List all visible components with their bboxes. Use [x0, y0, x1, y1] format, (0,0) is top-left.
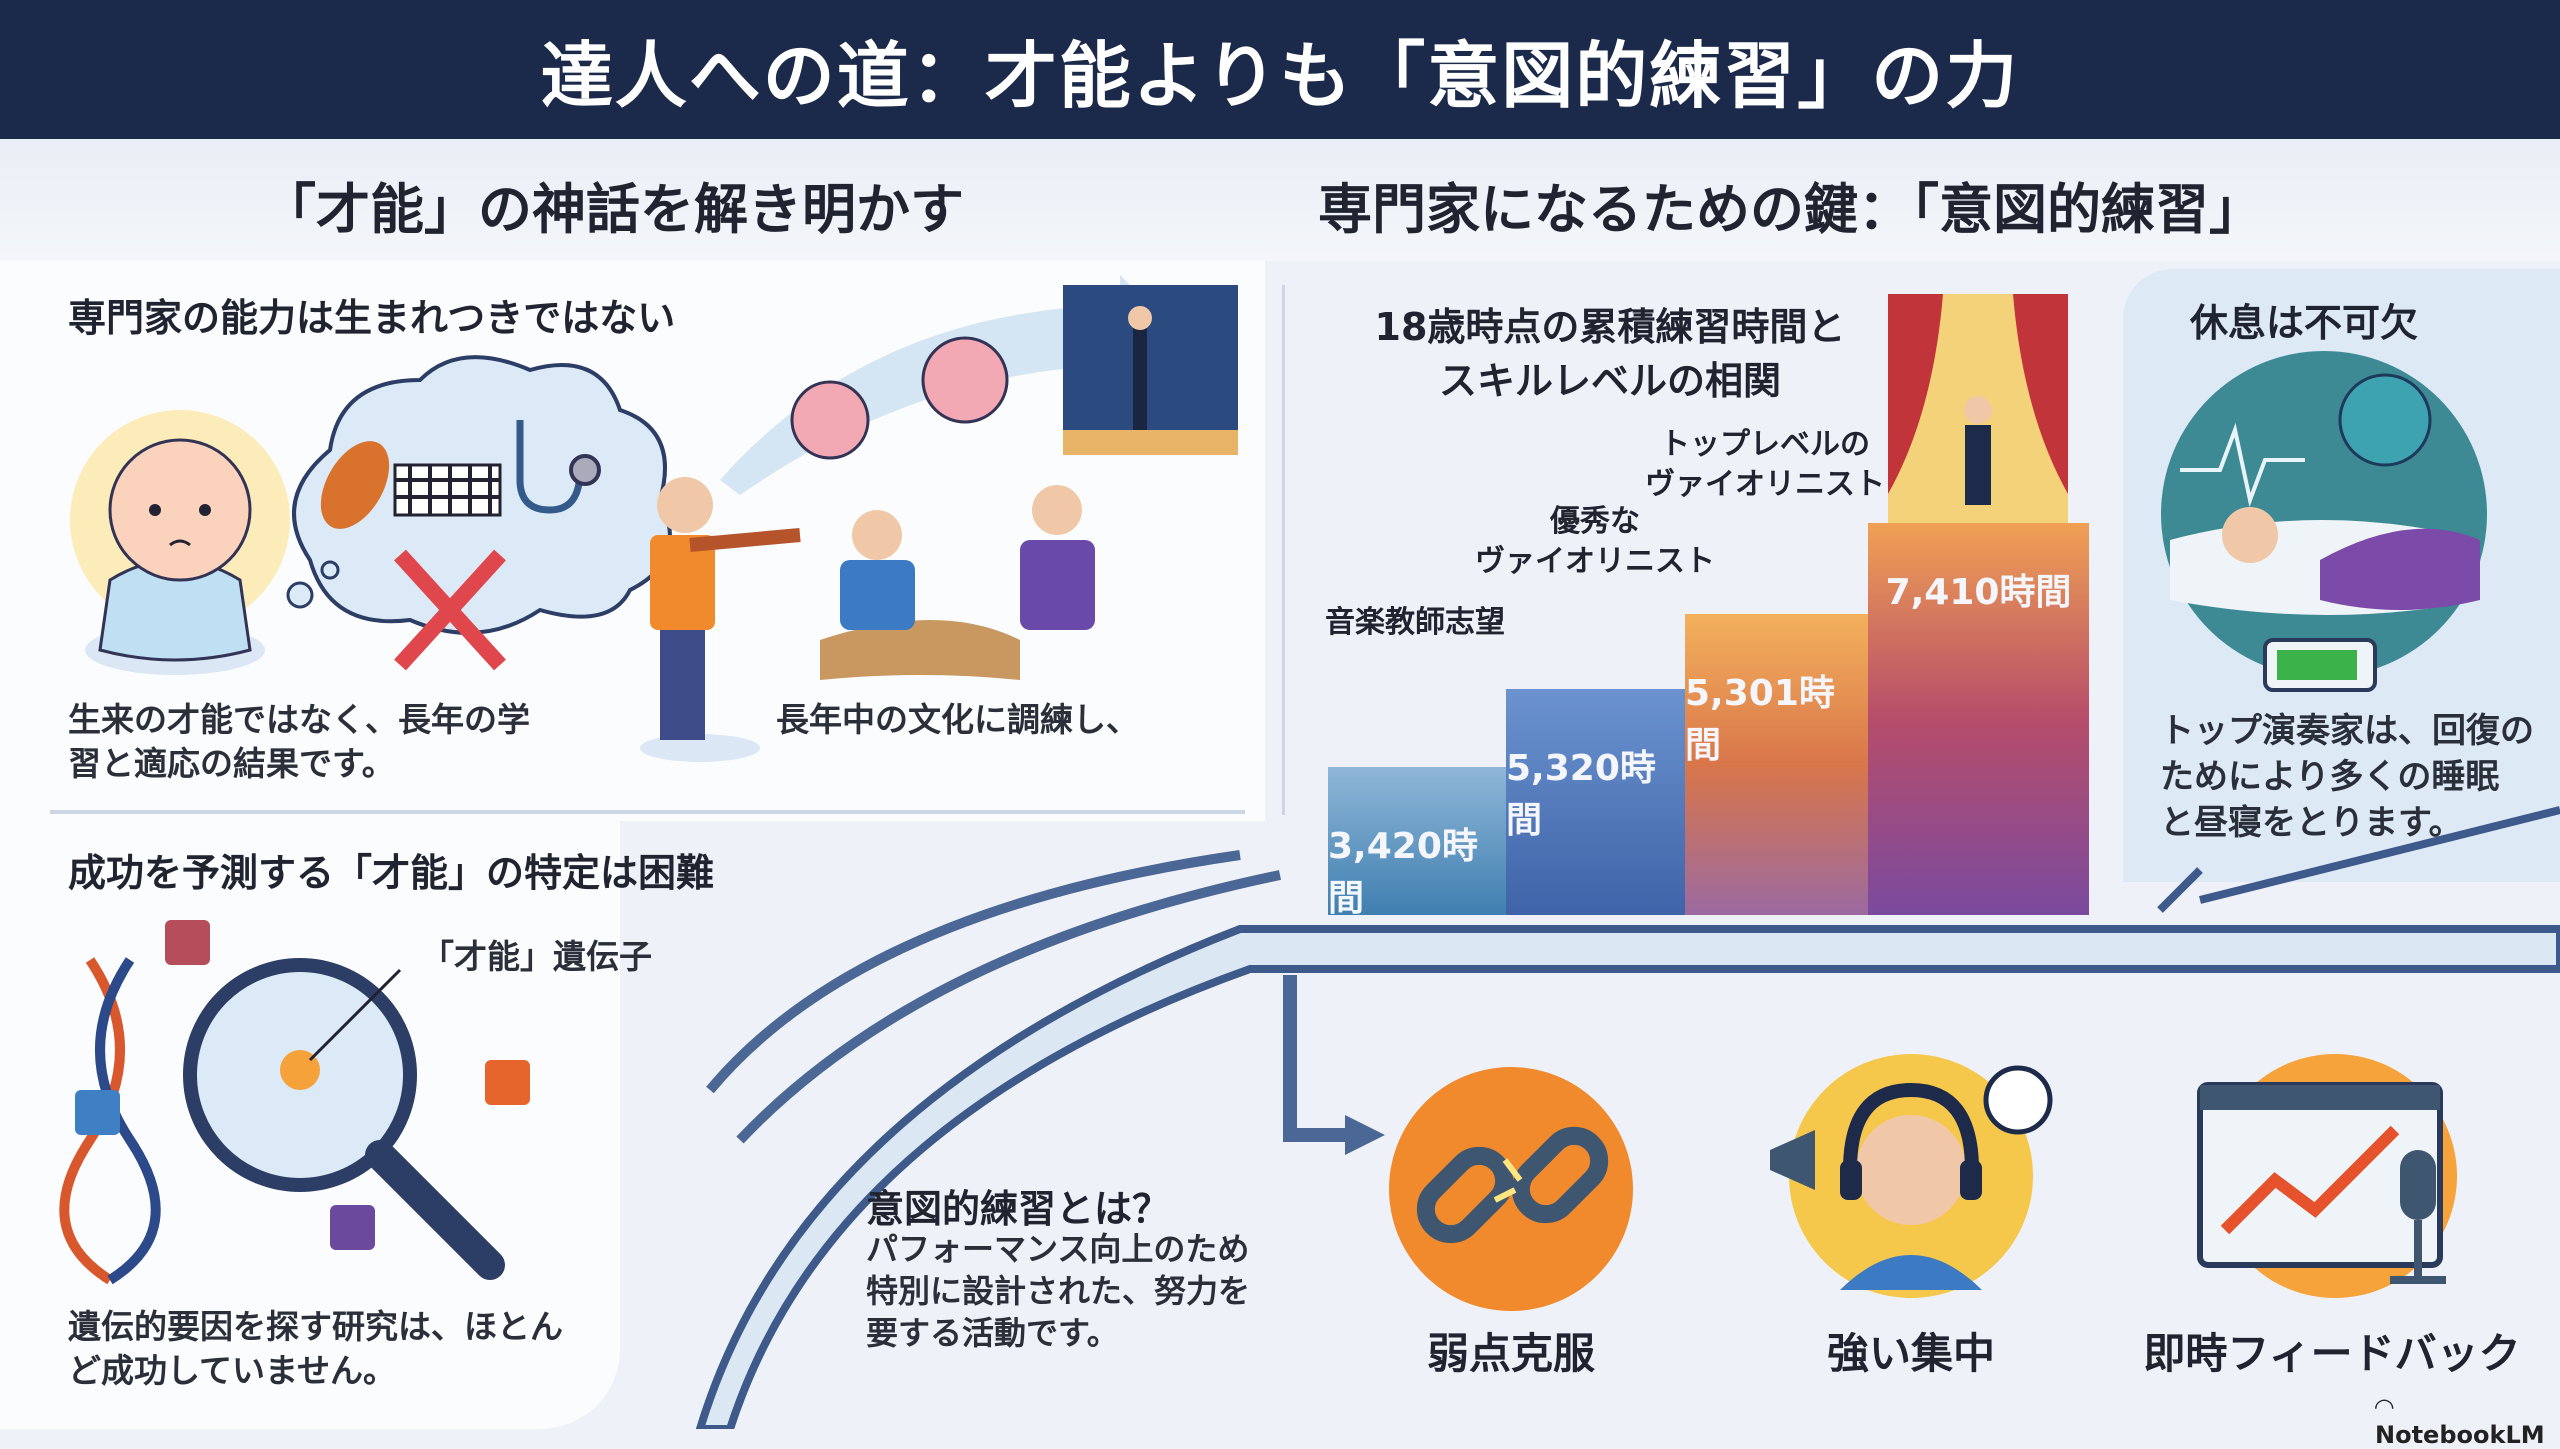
step-label-line: 優秀な	[1550, 504, 1640, 539]
sleep-recovery-icon	[2161, 351, 2487, 692]
step-value: 5,320時間	[1506, 748, 1656, 841]
rest-caption: トップ演奏家は、回復の ためにより多くの睡眠 と昼寝をとります。	[2160, 708, 2534, 846]
chart-title: 18歳時点の累積練習時間と スキルレベルの相関	[1365, 300, 1855, 408]
rest-caption-line: トップ演奏家は、回復の	[2160, 711, 2534, 751]
pillar-label-feedback: 即時フィードバック	[2143, 1329, 2521, 1378]
divider	[1282, 285, 1285, 815]
step-label-line: トップレベルの	[1660, 427, 1870, 462]
deliberate-caption-line: パフォーマンス向上のため	[866, 1230, 1250, 1268]
gene-magnifier-icon	[59, 920, 530, 1285]
growth-arrow-icon	[720, 275, 1238, 495]
deliberate-title: 意図的練習とは？	[866, 1187, 1171, 1231]
stage-curtain-icon	[1888, 294, 2068, 524]
step-value: 7,410時間	[1885, 572, 2072, 613]
right-heading: 専門家になるための鍵：「意図的練習」	[1318, 178, 2263, 241]
rest-title: 休息は不可欠	[2190, 301, 2419, 345]
innate-caption-line: 生来の才能ではなく、長年の学	[68, 700, 530, 739]
step-label-top: トップレベルの ヴァイオリニスト	[1645, 425, 1885, 505]
step-bar-excellent: 5,301時間	[1685, 614, 1868, 915]
left-heading: 「才能」の神話を解き明かす	[262, 178, 964, 241]
pillar-label-weakness: 弱点克服	[1426, 1329, 1595, 1378]
feedback-chart-icon	[2197, 1054, 2457, 1298]
gene-caption: 遺伝的要因を探す研究は、ほとん ど成功していません。	[68, 1305, 563, 1393]
bridge-walkway-icon	[695, 806, 2560, 1429]
step-label-teacher: 音楽教師志望	[1325, 605, 1505, 640]
gene-caption-line: 遺伝的要因を探す研究は、ほとん	[68, 1307, 563, 1346]
practicing-people-icon	[640, 477, 1095, 762]
broken-chain-icon	[1389, 1067, 1633, 1311]
baby-icon	[70, 410, 290, 675]
step-label-good: 優秀な ヴァイオリニスト	[1475, 502, 1715, 582]
chart-title-line: スキルレベルの相関	[1438, 359, 1781, 403]
rest-caption-line: ためにより多くの睡眠	[2160, 757, 2500, 797]
thought-cloud-icon	[286, 355, 672, 671]
step-bar-teacher: 3,420時間	[1328, 767, 1506, 919]
step-bar-good: 5,320時間	[1506, 689, 1685, 915]
gene-caption-line: ど成功していません。	[68, 1351, 397, 1390]
innate-caption: 生来の才能ではなく、長年の学 習と適応の結果です。	[68, 698, 530, 786]
deliberate-caption-line: 要する活動です。	[866, 1314, 1119, 1352]
step-value: 5,301時間	[1685, 673, 1835, 766]
page-title: 達人への道：才能よりも「意図的練習」の力	[0, 0, 2560, 139]
divider	[50, 810, 1245, 814]
gene-label: 「才能」遺伝子	[421, 937, 652, 976]
rest-caption-line: と昼寝をとります。	[2160, 803, 2463, 843]
pillar-label-focus: 強い集中	[1826, 1329, 1995, 1378]
innate-caption-line: 習と適応の結果です。	[68, 744, 395, 783]
practice-caption: 長年中の文化に調練し、	[776, 700, 1139, 739]
watermark-text: NotebookLM	[2375, 1421, 2545, 1449]
step-value: 3,420時間	[1328, 826, 1478, 919]
section-title-innate: 専門家の能力は生まれつきではない	[68, 296, 676, 340]
section-title-talent-gene: 成功を予測する「才能」の特定は困難	[68, 851, 715, 895]
step-label-line: ヴァイオリニスト	[1645, 467, 1885, 502]
headphones-focus-icon	[1770, 1054, 2053, 1298]
chart-title-line: 18歳時点の累積練習時間と	[1374, 305, 1846, 349]
step-bar-top: 7,410時間	[1868, 523, 2089, 915]
deliberate-caption-line: 特別に設計された、努力を	[866, 1272, 1251, 1310]
step-label-line: ヴァイオリニスト	[1475, 544, 1715, 579]
notebooklm-watermark: ◠ NotebookLM	[2375, 1393, 2545, 1449]
deliberate-caption: パフォーマンス向上のため 特別に設計された、努力を 要する活動です。	[866, 1228, 1250, 1354]
subheader-band	[0, 139, 2560, 261]
